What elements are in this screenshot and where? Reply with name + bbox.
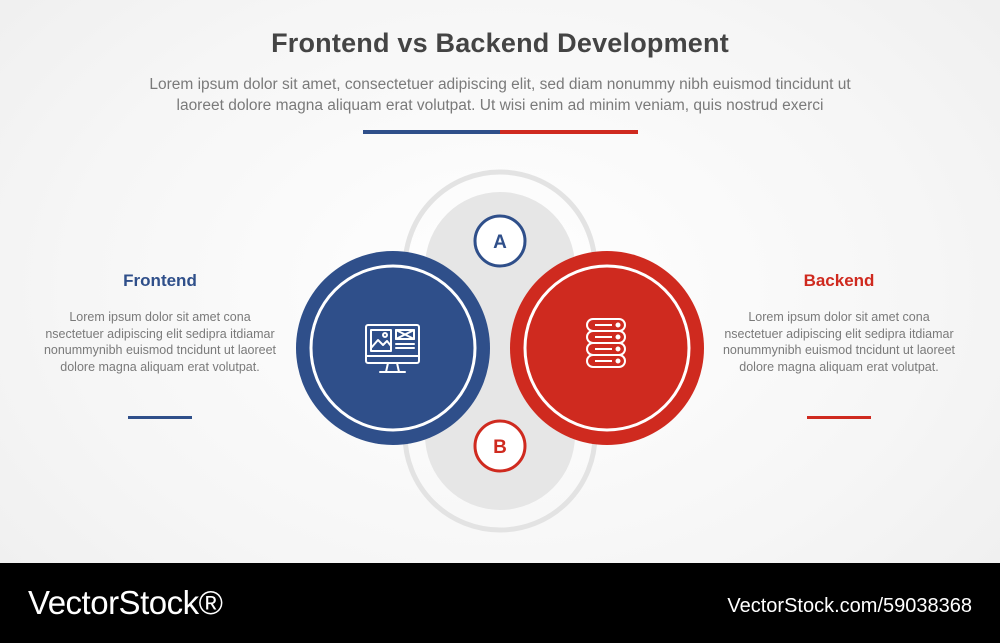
venn-diagram: A B xyxy=(296,169,704,533)
title-underline-red xyxy=(500,130,638,134)
inner-capsule xyxy=(425,192,575,510)
vectorstock-logo: VectorStock® xyxy=(28,584,223,621)
frontend-title: Frontend xyxy=(123,271,197,290)
watermark-bar xyxy=(0,563,1000,643)
frontend-underline xyxy=(128,416,192,419)
vectorstock-url: VectorStock.com/59038368 xyxy=(727,595,972,617)
monitor-icon xyxy=(365,324,420,373)
badge-a-label: A xyxy=(493,232,507,253)
frontend-description: Lorem ipsum dolor sit amet cona nsectetu… xyxy=(43,310,277,374)
frontend-circle xyxy=(296,251,490,445)
badge-a: A xyxy=(473,214,527,268)
badge-b: B xyxy=(473,419,527,473)
database-icon xyxy=(586,318,626,368)
page-title: Frontend vs Backend Development xyxy=(271,28,729,58)
backend-underline xyxy=(807,416,871,419)
title-underline-blue xyxy=(363,130,500,134)
page-subtitle: Lorem ipsum dolor sit amet, consectetuer… xyxy=(60,74,940,116)
subtitle-line-1: Lorem ipsum dolor sit amet, consectetuer… xyxy=(149,76,851,93)
backend-circle xyxy=(510,251,704,445)
subtitle-line-2: laoreet dolore magna aliquam erat volutp… xyxy=(176,97,824,114)
badge-b-label: B xyxy=(493,437,507,458)
backend-title: Backend xyxy=(803,271,875,290)
backend-description: Lorem ipsum dolor sit amet cona nsectetu… xyxy=(722,310,956,374)
